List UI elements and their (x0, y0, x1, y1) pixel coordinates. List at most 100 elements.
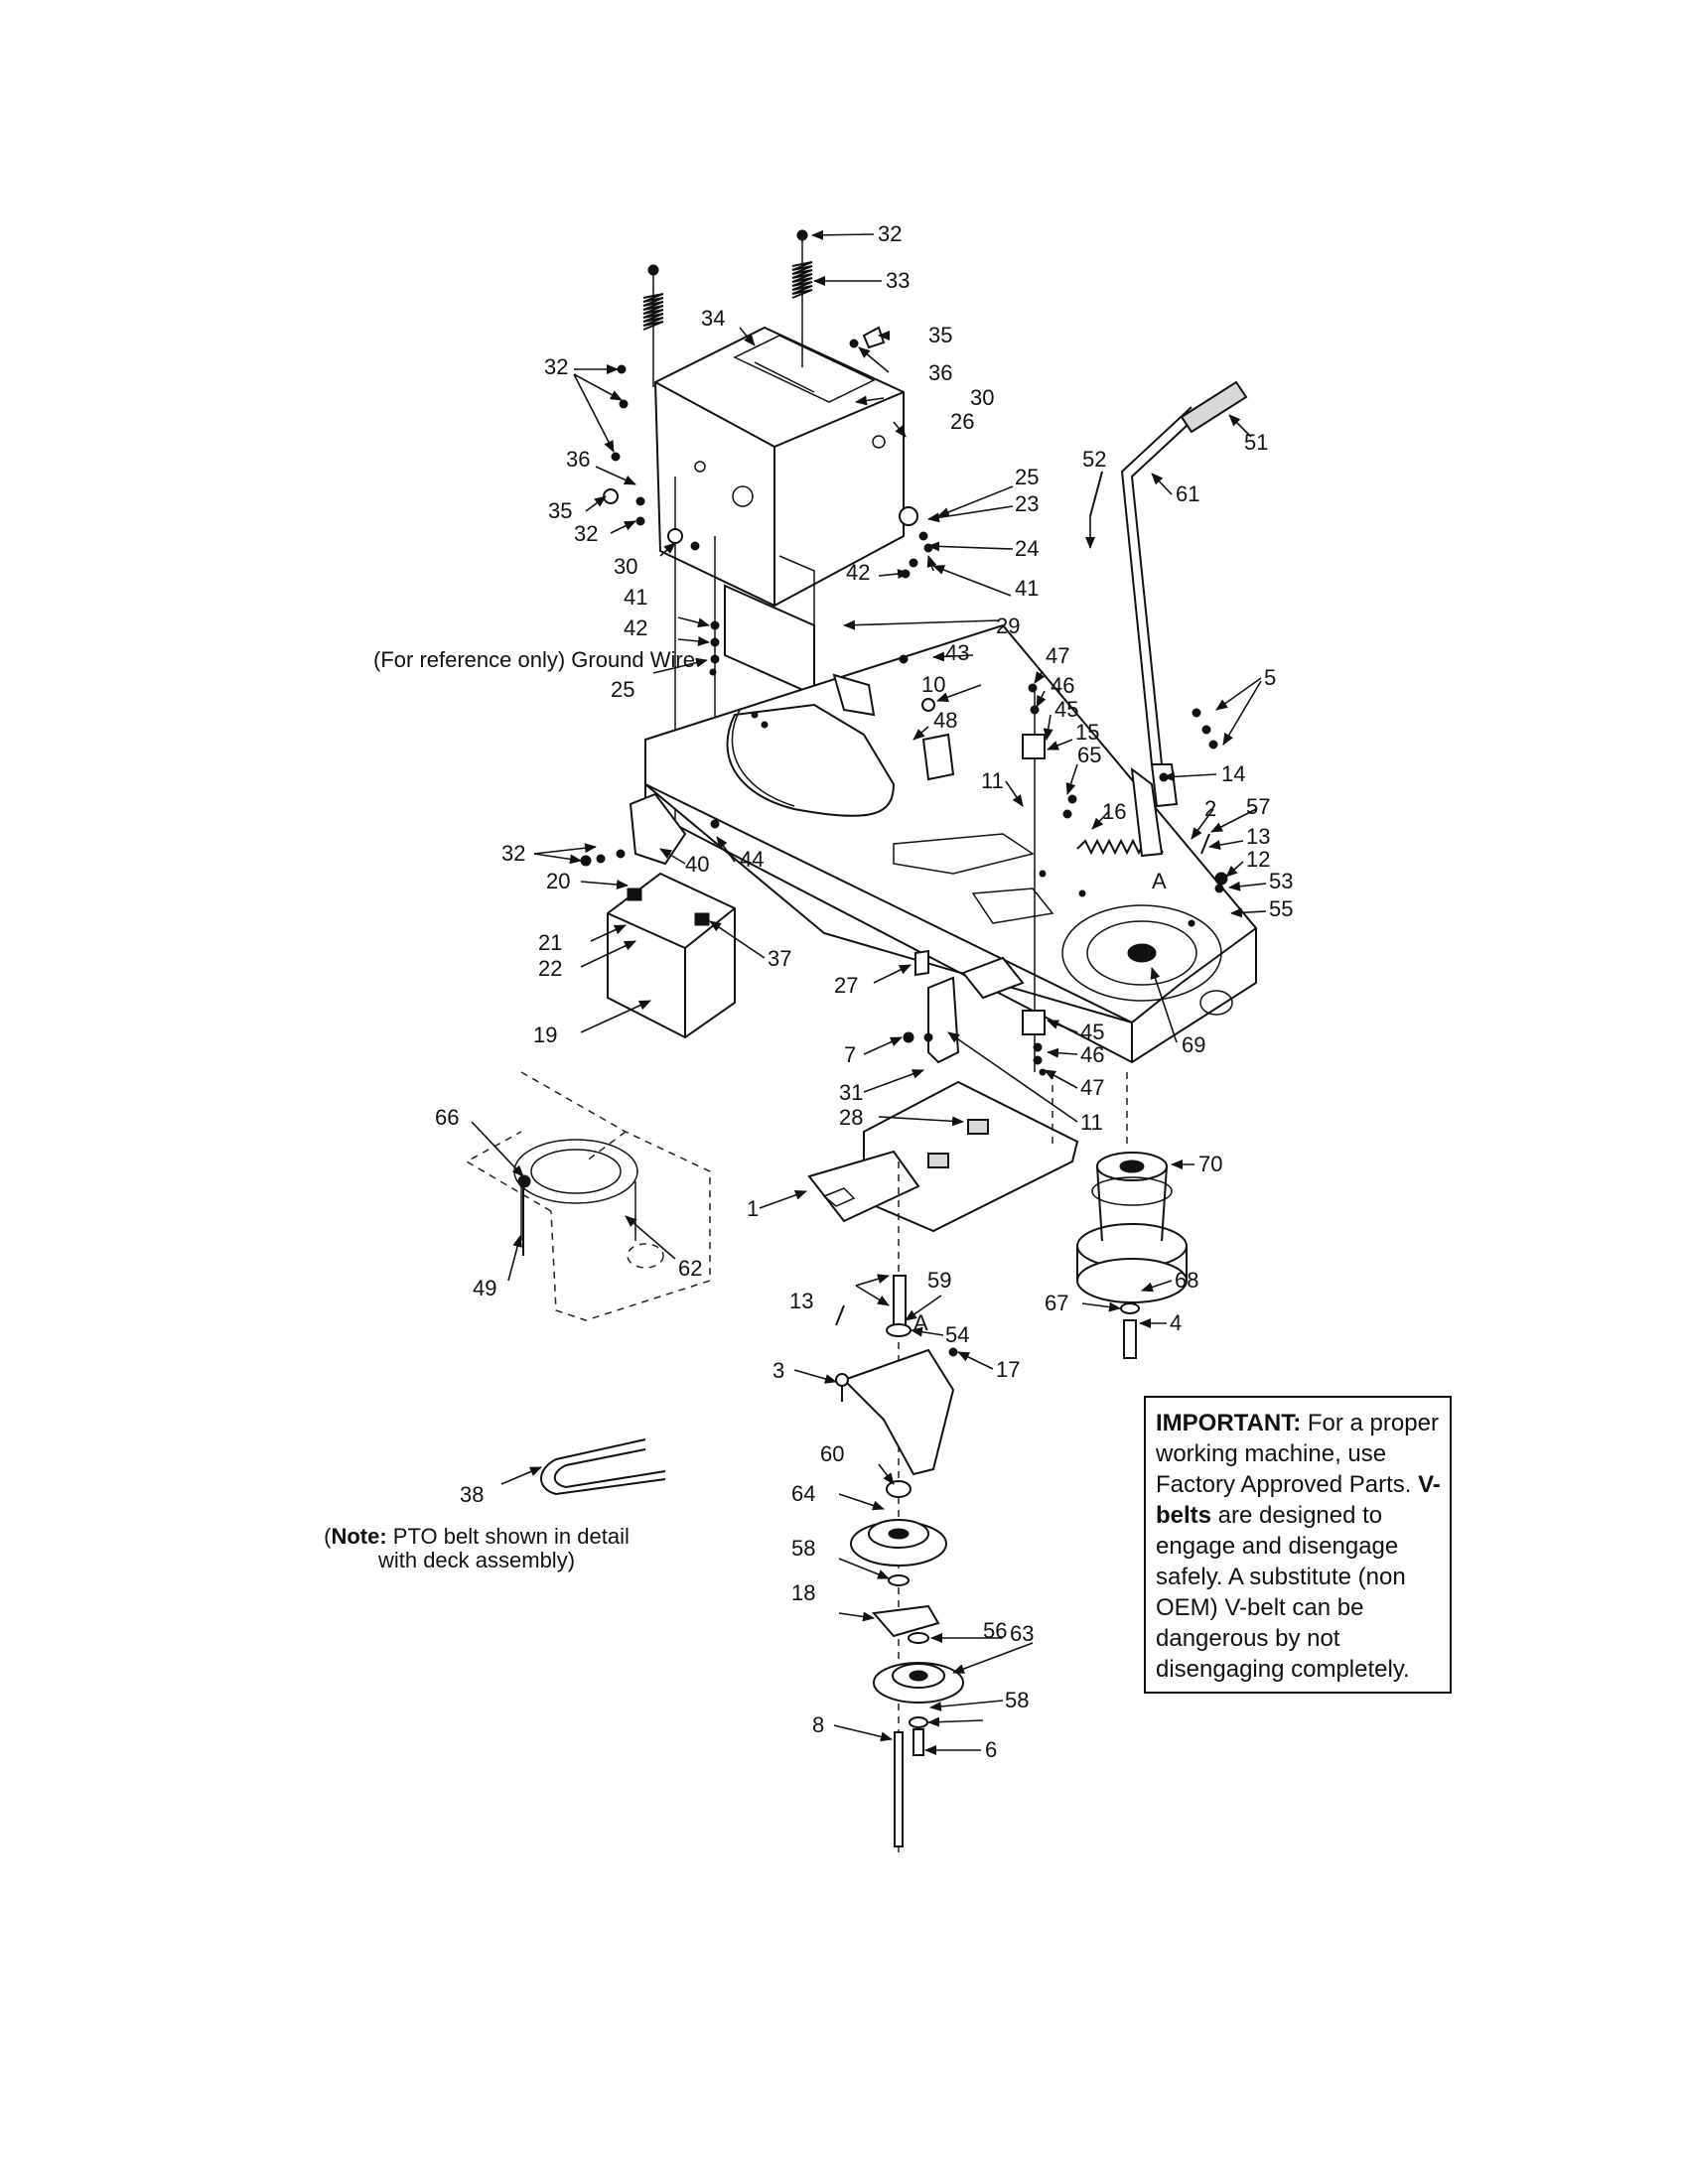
callout-label: 41 (1015, 576, 1039, 601)
callout-label: 16 (1102, 799, 1126, 824)
important-notice-box: IMPORTANT: For a proper working machine,… (1144, 1396, 1452, 1694)
ground-wire-reference-note: (For reference only) Ground Wire (373, 647, 695, 672)
callout-label: 44 (740, 847, 764, 872)
callout-label: 48 (933, 708, 957, 733)
spacer-59 (893, 1275, 907, 1326)
callout-label: 13 (1246, 824, 1270, 849)
callout-label: 4 (1170, 1310, 1182, 1335)
callout-label: A (1152, 869, 1167, 893)
callout-label: 6 (985, 1737, 997, 1762)
bracket-18 (872, 1604, 940, 1638)
callout-label: 61 (1176, 481, 1199, 506)
callout-label: 55 (1269, 896, 1293, 921)
pto-note-bold: Note: (331, 1524, 387, 1549)
callout-label: 45 (1054, 697, 1078, 722)
callout-label: 47 (1046, 643, 1069, 668)
important-text-2: are designed to engage and disengage saf… (1156, 1502, 1410, 1683)
callout-label: 35 (548, 498, 572, 523)
callout-label: 35 (928, 323, 952, 347)
callout-label: 46 (1051, 673, 1074, 698)
washer-68 (1120, 1302, 1140, 1314)
callout-label: 19 (533, 1023, 557, 1047)
battery (607, 872, 736, 1039)
callout-label: 36 (928, 360, 952, 385)
idler-pulley-63 (873, 1662, 964, 1704)
callout-label: 67 (1045, 1291, 1068, 1315)
callout-label: 38 (460, 1482, 484, 1507)
callout-label: 68 (1175, 1268, 1198, 1293)
clip-upper (1022, 734, 1046, 759)
callout-label: 42 (624, 615, 647, 640)
callout-label: 3 (772, 1358, 784, 1383)
seat-support-box (653, 326, 905, 697)
washer-58b (909, 1716, 928, 1728)
callout-label: 11 (981, 768, 1004, 793)
callout-label: 57 (1246, 794, 1270, 819)
important-label: IMPORTANT: (1156, 1410, 1302, 1436)
callout-label: 32 (544, 354, 568, 379)
callout-label: 12 (1246, 847, 1270, 872)
callout-label: 23 (1015, 491, 1039, 516)
callout-label: 49 (473, 1276, 496, 1300)
spacer-27 (914, 949, 929, 977)
callout-label: 20 (546, 869, 570, 893)
spring-right (791, 229, 813, 367)
lift-handle (1120, 380, 1248, 858)
callout-label: 58 (791, 1536, 815, 1561)
bolt-6 (912, 1728, 924, 1756)
pto-note-line1: PTO belt shown in detail (386, 1524, 630, 1549)
pto-belt-38 (540, 1438, 666, 1496)
callout-label: 59 (927, 1268, 951, 1293)
callout-label: 69 (1182, 1032, 1205, 1057)
callout-label: 47 (1080, 1075, 1104, 1100)
callout-label: 37 (768, 946, 791, 971)
deck-detail (465, 1071, 711, 1321)
callout-label: 53 (1269, 869, 1293, 893)
callout-label: 42 (846, 560, 870, 585)
washer-58a (888, 1574, 910, 1586)
callout-label: 58 (1005, 1688, 1029, 1712)
callout-label: 56 (983, 1618, 1007, 1643)
callout-label: 34 (701, 306, 725, 331)
leader-lines (471, 229, 1267, 1755)
callout-label: 31 (839, 1080, 863, 1105)
nut-60 (886, 1480, 912, 1498)
bracket-48 (961, 956, 1025, 1000)
clip-lower (1022, 1010, 1046, 1035)
pto-note-open-paren: ( (324, 1524, 332, 1549)
callout-label: 25 (611, 677, 634, 702)
callout-labels: 32 33 34 35 36 30 26 32 36 35 32 30 25 2… (435, 221, 1293, 1762)
callout-label: 65 (1077, 743, 1101, 767)
callout-label: 46 (1080, 1042, 1104, 1067)
callout-label: 62 (678, 1256, 702, 1281)
callout-label: 70 (1198, 1152, 1222, 1176)
callout-label: 1 (747, 1196, 759, 1221)
main-frame (629, 623, 1258, 1064)
callout-label: 28 (839, 1105, 863, 1130)
callout-label: 17 (996, 1357, 1020, 1382)
callout-label: 43 (945, 640, 969, 665)
spring-left (642, 264, 664, 387)
pto-belt-note: (Note: PTO belt shown in detail with dec… (308, 1525, 645, 1572)
callout-label: 63 (1010, 1621, 1034, 1646)
callout-label: 26 (950, 409, 974, 434)
callout-label: 64 (791, 1481, 815, 1506)
callout-label: 2 (1204, 796, 1216, 821)
callout-label: 24 (1015, 536, 1039, 561)
callout-label: A (913, 1310, 928, 1335)
callout-label: 60 (820, 1441, 844, 1466)
idler-pulley-64 (850, 1519, 947, 1567)
callout-label: 8 (812, 1712, 824, 1737)
callout-label: 66 (435, 1105, 459, 1130)
callout-label: 32 (574, 521, 598, 546)
callout-label: 30 (614, 554, 637, 579)
callout-label: 32 (501, 841, 525, 866)
callout-label: 30 (970, 385, 994, 410)
callout-label: 7 (844, 1042, 856, 1067)
pto-note-line2: with deck assembly) (377, 1548, 576, 1572)
callout-label: 32 (878, 221, 902, 246)
callout-label: 54 (945, 1322, 969, 1347)
shoulder-bolt-8 (894, 1731, 904, 1847)
callout-label: 41 (624, 585, 647, 610)
